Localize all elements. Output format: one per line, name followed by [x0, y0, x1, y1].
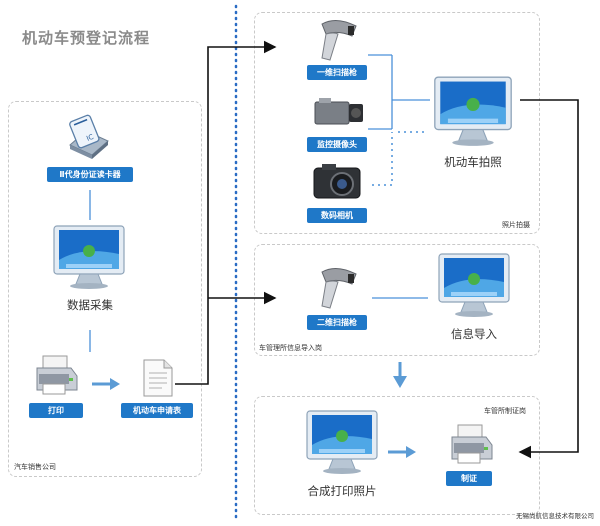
photo-panel-label: 照片拍摄	[502, 221, 530, 229]
vehicle-office-panel	[254, 244, 540, 356]
vehicle-photo-monitor-icon	[434, 76, 512, 146]
photo-panel	[254, 12, 540, 234]
id-reader-label: Ⅱ代身份证读卡器	[47, 167, 133, 182]
surveillance-camera-label: 监控摄像头	[307, 137, 367, 152]
scanner-top-label: 一维扫描枪	[307, 65, 367, 80]
application-form-label: 机动车申请表	[121, 403, 193, 418]
page-title: 机动车预登记流程	[22, 29, 151, 47]
vehicle-office-panel-label: 车管理所信息导入岗	[259, 344, 322, 352]
barcode-scanner-icon	[321, 20, 357, 61]
certificate-printer-icon	[451, 424, 493, 464]
vehicle-photo-label: 机动车拍照	[444, 155, 502, 169]
arrow-print-form-head	[110, 378, 120, 390]
info-import-monitor-icon	[438, 253, 510, 317]
line-digicam-dotted	[372, 132, 393, 186]
scanner-mid-label: 二维扫描枪	[307, 315, 367, 330]
document-icon	[143, 359, 173, 397]
barcode-scanner-2d-icon	[321, 268, 357, 309]
make-certificate-button[interactable]: 制证	[446, 471, 492, 486]
data-collect-label: 数据采集	[67, 298, 113, 312]
certificate-panel-label: 车管所制证岗	[484, 407, 526, 415]
footer-company: 无锡尚航信息技术有限公司	[516, 512, 594, 520]
digital-camera-label: 数码相机	[307, 208, 367, 223]
id-reader-icon: IC	[69, 114, 109, 159]
composite-print-label: 合成打印照片	[307, 484, 377, 498]
print-button[interactable]: 打印	[29, 403, 83, 418]
id-card-text: IC	[85, 133, 95, 143]
info-import-label: 信息导入	[451, 327, 497, 341]
digital-camera-icon	[313, 164, 361, 199]
arrow-down-head	[393, 376, 407, 388]
printer-icon	[36, 355, 78, 395]
surveillance-camera-icon	[314, 98, 363, 125]
arrow-composite-cert-head	[406, 446, 416, 458]
data-collect-monitor-icon	[53, 225, 125, 289]
dealer-panel-label: 汽车销售公司	[14, 463, 56, 471]
dealer-panel	[8, 101, 202, 477]
connector-form-scanner	[175, 40, 277, 385]
connector-photo-cert	[518, 99, 579, 459]
composite-print-monitor-icon	[306, 410, 378, 474]
certificate-panel	[254, 396, 540, 515]
